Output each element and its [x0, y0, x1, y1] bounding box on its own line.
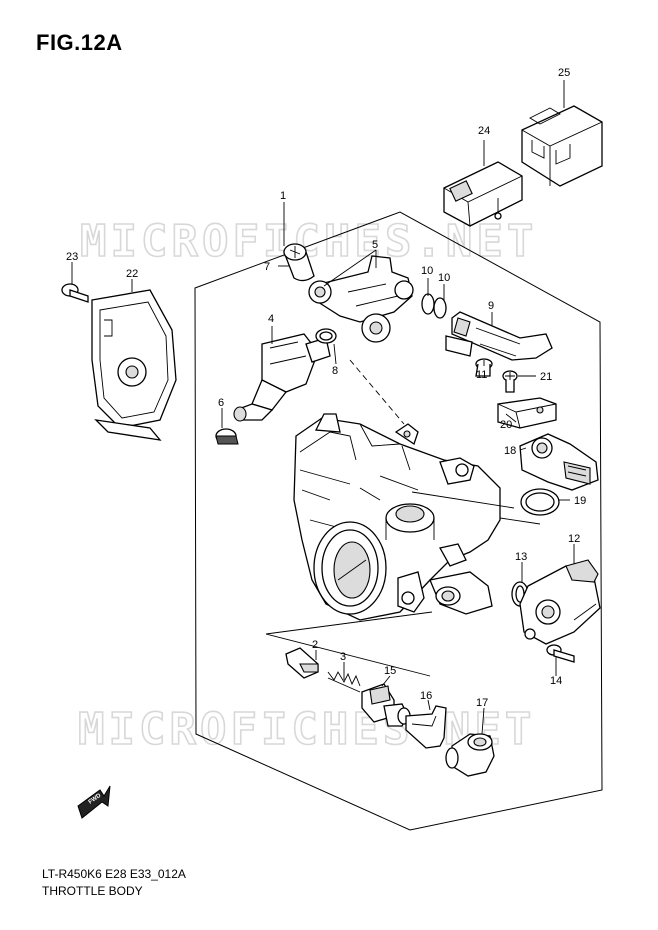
- part-15-plug: [361, 683, 411, 727]
- callout-labels: 1 2 3 4 5 6 7 8 9 10 10 11 12 13 14 15 1…: [66, 67, 586, 709]
- callout-12: 12: [568, 533, 580, 545]
- part-6-seal: [215, 428, 239, 445]
- callout-9: 9: [488, 300, 494, 312]
- part-10-o-rings: [421, 293, 447, 319]
- part-25-connector-cover: [521, 105, 603, 187]
- part-2-screw: [285, 647, 319, 679]
- callout-3: 3: [340, 651, 346, 663]
- part-5-delivery-pipe: [308, 255, 414, 343]
- part-12-tp-sensor: [519, 559, 601, 645]
- callout-19: 19: [574, 495, 586, 507]
- part-8-o-ring: [315, 328, 337, 344]
- part-23-screw: [61, 283, 89, 303]
- callout-18: 18: [504, 445, 516, 457]
- callout-2: 2: [312, 639, 318, 651]
- part-14-screw: [546, 644, 575, 663]
- part-20-bracket: [497, 397, 557, 429]
- part-7-cap: [283, 243, 315, 282]
- leader-lines: [71, 80, 575, 735]
- callout-7: 7: [264, 261, 270, 273]
- part-24-coupler: [443, 161, 523, 227]
- callout-17: 17: [476, 697, 488, 709]
- part-17-elbow: [445, 733, 495, 777]
- part-16-hose: [405, 705, 447, 749]
- callout-6: 6: [218, 397, 224, 409]
- part-4-injector: [233, 333, 331, 422]
- callout-15: 15: [384, 665, 396, 677]
- callout-22: 22: [126, 268, 138, 280]
- fwd-arrow-icon: FWD: [77, 785, 111, 819]
- callout-14: 14: [550, 675, 562, 687]
- callout-25: 25: [558, 67, 570, 79]
- assembly-outline: [194, 211, 603, 831]
- part-18-sensor: [519, 433, 599, 491]
- callout-5: 5: [372, 239, 378, 251]
- model-code: LT-R450K6 E28 E33_012A: [42, 867, 186, 881]
- callout-8: 8: [332, 365, 338, 377]
- callout-23: 23: [66, 251, 78, 263]
- figure-caption: THROTTLE BODY: [42, 884, 143, 898]
- callout-10b: 10: [438, 272, 450, 284]
- callout-4: 4: [268, 313, 274, 325]
- part-21-screw: [502, 370, 518, 393]
- part-3-spring: [327, 671, 361, 693]
- callout-24: 24: [478, 125, 490, 137]
- callout-21: 21: [540, 371, 552, 383]
- part-19-o-ring: [520, 488, 560, 516]
- callout-11: 11: [476, 369, 487, 381]
- part-22-cover: [91, 289, 177, 441]
- callout-13: 13: [515, 551, 527, 563]
- callout-1: 1: [280, 190, 286, 202]
- part-9-pipe: [445, 311, 553, 361]
- callout-10a: 10: [421, 265, 433, 277]
- callout-16: 16: [420, 690, 432, 702]
- throttle-body-main: [293, 413, 501, 621]
- figure-title: FIG.12A: [36, 30, 123, 55]
- callout-20: 20: [500, 419, 512, 431]
